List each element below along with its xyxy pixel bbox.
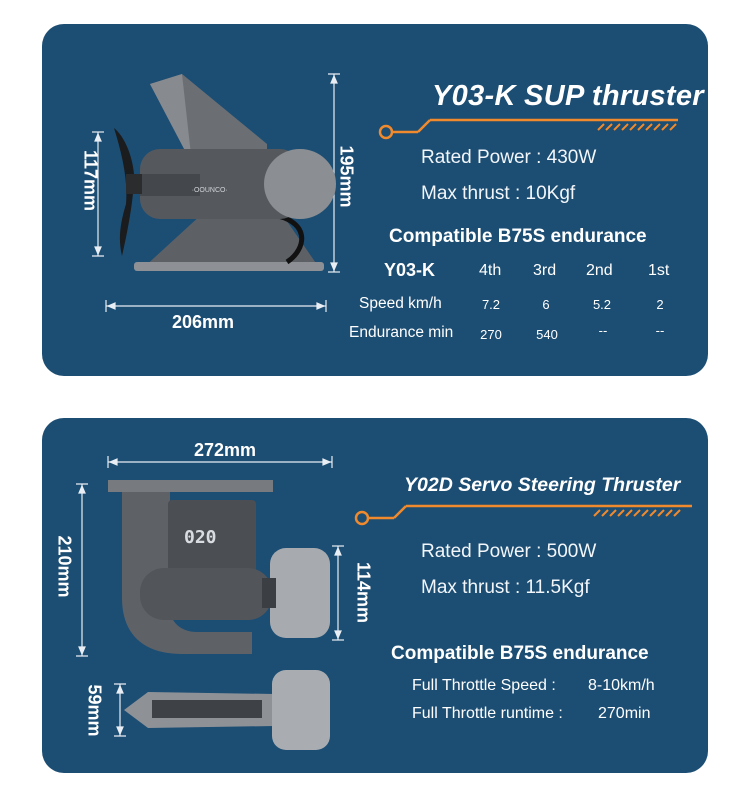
- table-cell: 6: [542, 297, 550, 312]
- max-thrust: Max thrust : 10Kgf: [421, 183, 576, 204]
- endurance-table: Y03-K 4th 3rd 2nd 1st Speed km/h 7.2 6 5…: [42, 24, 708, 376]
- dim-prop-height: 114mm: [353, 561, 374, 624]
- table-cell: 2: [656, 297, 664, 312]
- product-card-y02d: 020 272mm 210mm 114mm 59mm Y02D Servo St…: [42, 418, 708, 773]
- product-title: Y03-K SUP thruster: [432, 80, 704, 112]
- table-cell: --: [655, 323, 665, 338]
- table-cell: 270: [480, 327, 502, 342]
- table-cell: 540: [536, 327, 558, 342]
- dim-height: 210mm: [54, 535, 75, 598]
- table-cell: --: [598, 323, 608, 338]
- max-thrust: Max thrust : 11.5Kgf: [421, 577, 590, 598]
- y03k-thruster-image: ∙OOUNCO∙: [92, 73, 340, 312]
- speed-value: 8-10km/h: [588, 677, 655, 694]
- control-screen: 020: [184, 527, 217, 548]
- runtime-label: Full Throttle runtime :: [412, 705, 563, 722]
- compat-heading: Compatible B75S endurance: [391, 643, 649, 664]
- product-card-y03k: ∙OOUNCO∙ 117mm 195mm 206mm Y03-K SUP thr…: [42, 24, 708, 376]
- product-marking: ∙OOUNCO∙: [192, 187, 227, 194]
- gear-header: 2nd: [586, 262, 613, 279]
- row-label: Speed km/h: [359, 295, 442, 312]
- table-model: Y03-K: [384, 260, 436, 280]
- dim-length: 206mm: [172, 312, 235, 332]
- gear-header: 3rd: [533, 262, 557, 279]
- dim-profile-height: 59mm: [84, 684, 105, 737]
- dim-width: 272mm: [194, 440, 257, 460]
- runtime-value: 270min: [598, 705, 651, 722]
- gear-header: 4th: [479, 262, 502, 279]
- product-title: Y02D Servo Steering Thruster: [404, 474, 681, 496]
- y02d-thruster-image: 020: [76, 456, 344, 750]
- row-label: Endurance min: [349, 324, 454, 341]
- title-underline-decor: [378, 118, 678, 140]
- compat-heading: Compatible B75S endurance: [389, 226, 647, 247]
- table-cell: 7.2: [481, 297, 501, 312]
- gear-header: 1st: [648, 262, 670, 279]
- title-underline-decor: [354, 504, 692, 526]
- speed-label: Full Throttle Speed :: [412, 677, 556, 694]
- rated-power: Rated Power : 500W: [421, 541, 597, 562]
- table-cell: 5.2: [592, 297, 612, 312]
- rated-power: Rated Power : 430W: [421, 147, 597, 168]
